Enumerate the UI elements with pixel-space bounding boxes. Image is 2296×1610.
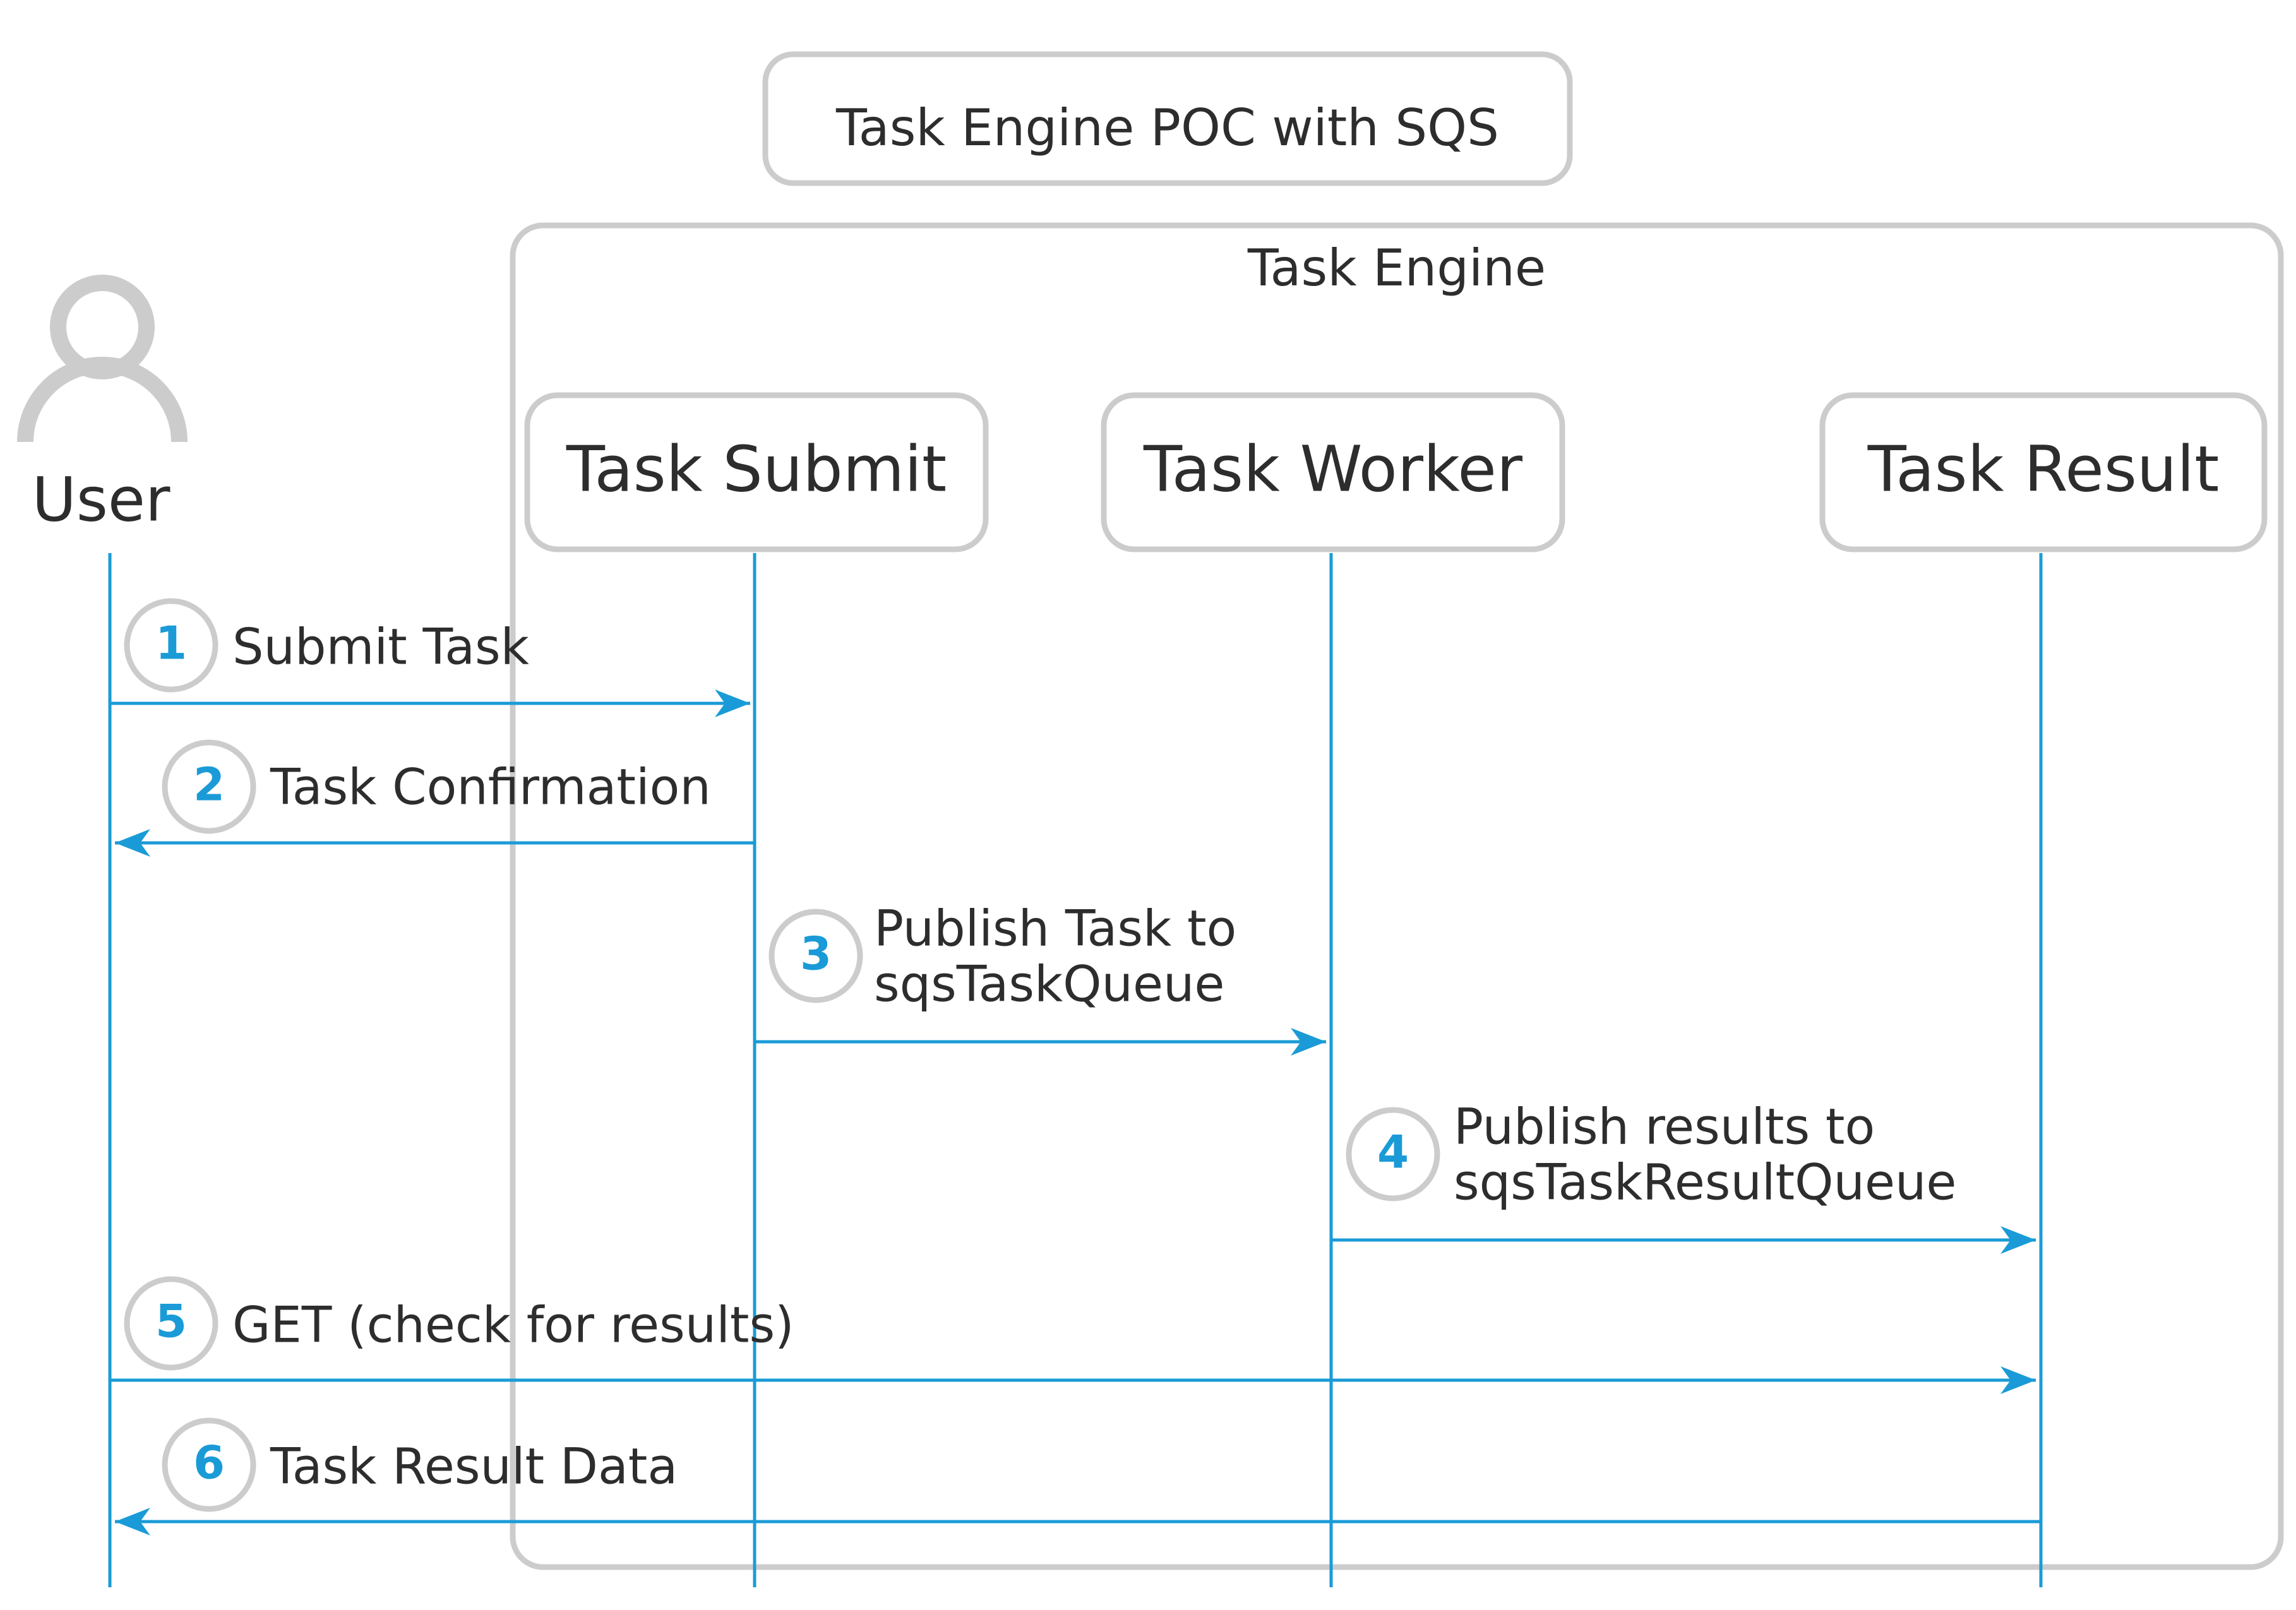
message-label: Task Confirmation [270, 759, 711, 816]
message-2: 2 Task Confirmation [115, 739, 755, 857]
lifelines [108, 553, 2043, 1587]
step-number: 3 [800, 927, 832, 981]
diagram-title: Task Engine POC with SQS [835, 98, 1499, 157]
step-number: 6 [193, 1436, 225, 1489]
arrow-head [115, 1508, 150, 1535]
step-number: 5 [155, 1295, 187, 1348]
participant-label: Task Worker [1143, 432, 1523, 506]
message-3: 3 Publish Task to sqsTaskQueue [755, 900, 1326, 1056]
step-badge [1346, 1107, 1440, 1202]
step-badge [768, 909, 863, 1003]
arrow-head [2000, 1226, 2036, 1254]
participant-label: Task Submit [566, 432, 947, 506]
message-4: 4 Publish results to sqsTaskResultQueue [1331, 1099, 2036, 1254]
message-label: sqsTaskResultQueue [1454, 1154, 1956, 1211]
group-label: Task Engine [1247, 239, 1546, 297]
step-number: 1 [155, 617, 187, 670]
user-icon [17, 275, 188, 443]
step-number: 4 [1377, 1126, 1409, 1179]
arrow-head [1291, 1028, 1326, 1056]
participant-task-submit: Task Submit [524, 392, 989, 552]
arrow-head [115, 829, 150, 857]
message-5: 5 GET (check for results) [110, 1276, 2036, 1394]
message-label: Publish Task to [874, 900, 1236, 957]
actor-label: User [32, 464, 170, 535]
title-box [762, 51, 1573, 186]
participant-label: Task Result [1867, 432, 2220, 506]
message-label: Task Result Data [270, 1438, 678, 1495]
step-badge [124, 1276, 218, 1371]
arrow-head [2000, 1366, 2036, 1394]
participant-task-result: Task Result [1819, 392, 2268, 552]
message-6: 6 Task Result Data [115, 1417, 2041, 1535]
message-label: GET (check for results) [232, 1297, 794, 1354]
step-badge [162, 1417, 256, 1512]
step-badge [124, 598, 218, 693]
message-label: sqsTaskQueue [874, 956, 1224, 1013]
task-engine-group [510, 222, 2284, 1570]
participant-task-worker: Task Worker [1101, 392, 1565, 552]
step-badge [162, 739, 256, 834]
step-number: 2 [193, 758, 225, 811]
message-label: Submit Task [232, 619, 529, 676]
message-label: Publish results to [1454, 1099, 1875, 1155]
message-1: 1 Submit Task [110, 598, 750, 717]
arrow-head [715, 689, 750, 717]
